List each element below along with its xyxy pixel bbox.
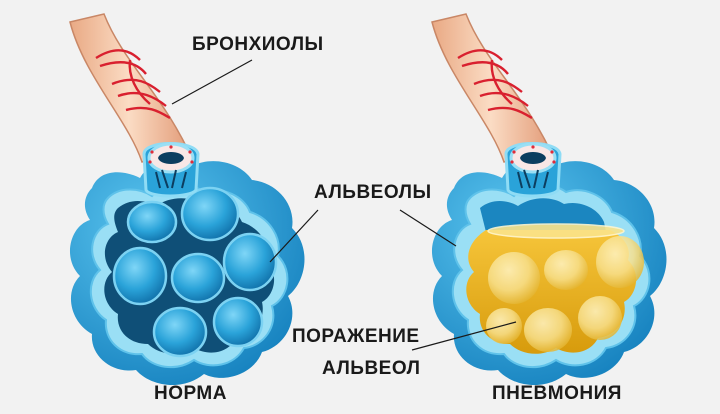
label-lesion-line2: АЛЬВЕОЛ xyxy=(322,358,421,379)
pneumonia-bronchiole-tube xyxy=(431,13,552,163)
leader-line-lesion xyxy=(411,321,517,351)
normal-bronchiole-tube xyxy=(69,13,190,163)
pneumonia-blood-vessels xyxy=(457,49,533,120)
label-normal: НОРМА xyxy=(154,383,227,404)
label-pneumonia: ПНЕВМОНИЯ xyxy=(492,383,622,404)
pneumonia-alveolus xyxy=(431,13,667,386)
normal-alveolar-sacs xyxy=(112,186,278,358)
leader-lines xyxy=(171,59,517,351)
pneumonia-fluid-surface xyxy=(487,223,625,239)
pneumonia-alveolar-sacs xyxy=(486,236,644,352)
label-lesion-line1: ПОРАЖЕНИЕ xyxy=(292,326,420,347)
label-bronchioles: БРОНХИОЛЫ xyxy=(192,34,324,55)
label-alveoli: АЛЬВЕОЛЫ xyxy=(314,182,432,203)
leader-line-alveoli-pneumonia xyxy=(399,209,457,247)
leader-line-bronchioles xyxy=(171,59,253,105)
normal-blood-vessels xyxy=(95,49,171,120)
normal-alveolus xyxy=(69,13,305,386)
leader-line-alveoli-normal xyxy=(269,209,319,263)
